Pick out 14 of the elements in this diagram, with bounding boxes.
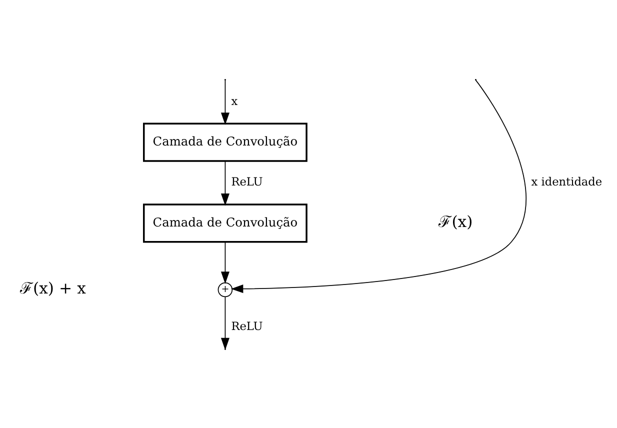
node-box: Camada de Convolução: [143, 203, 308, 242]
edge-label: x: [231, 94, 238, 108]
arrow: [220, 160, 230, 206]
arrow: [220, 79, 230, 124]
label: ℱ(x) + x: [20, 278, 86, 298]
label: ℱ(x): [438, 212, 473, 231]
node-box: Camada de Convolução: [143, 122, 308, 162]
arrow: [220, 296, 230, 350]
node-circle: +: [218, 282, 233, 297]
arrow: [231, 79, 526, 293]
edge-label: x identidade: [531, 175, 602, 188]
edge-label: ReLU: [231, 320, 263, 333]
arrow: [220, 241, 230, 284]
edge-label: ReLU: [231, 175, 263, 188]
